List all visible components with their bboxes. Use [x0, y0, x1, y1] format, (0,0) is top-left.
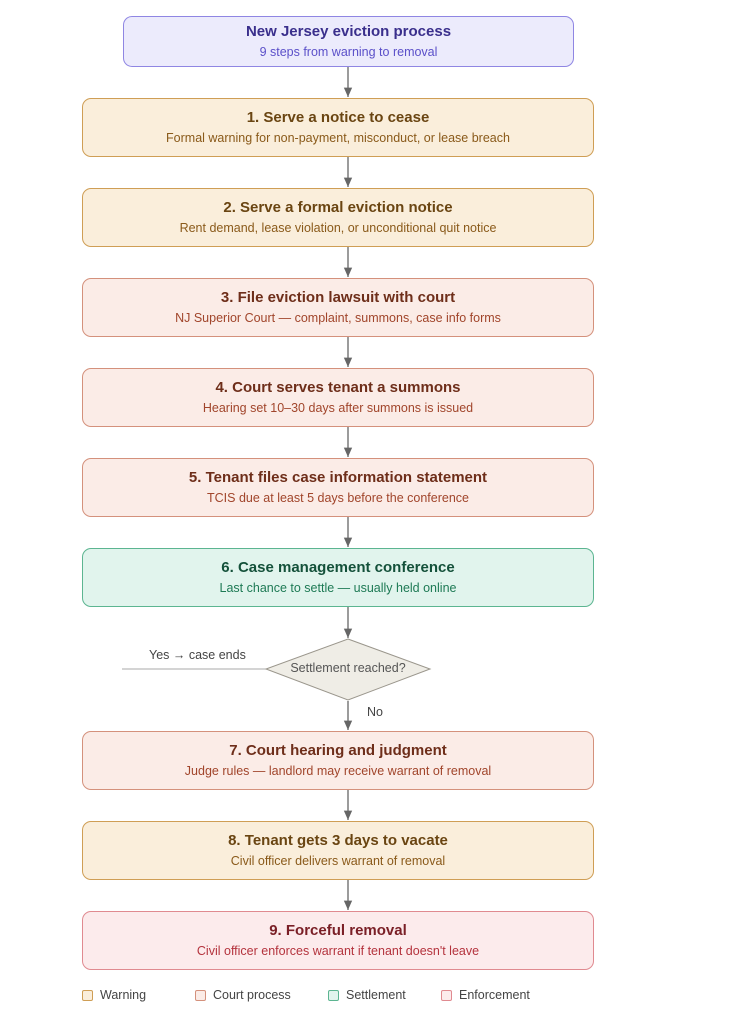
step-5: 5. Tenant files case information stateme… [82, 458, 594, 517]
step-label: 1. Serve a notice to cease [246, 109, 430, 126]
step-label: 9. Forceful removal [269, 922, 407, 939]
step-label: 3. File eviction lawsuit with court [220, 289, 456, 306]
step-label: 7. Court hearing and judgment [229, 742, 447, 759]
step-6: 6. Case management conference Last chanc… [82, 548, 594, 607]
step-detail: Civil officer enforces warrant if tenant… [196, 944, 480, 958]
legend-label: Warning [100, 988, 147, 1002]
legend-label: Enforcement [459, 988, 530, 1002]
step-detail: Hearing set 10–30 days after summons is … [202, 401, 474, 415]
settlement-decision-diamond [264, 638, 432, 701]
step-detail: Civil officer delivers warrant of remova… [230, 854, 446, 868]
legend-warning: Warning [82, 988, 146, 1002]
legend-label: Settlement [346, 988, 406, 1002]
diagram-title: New Jersey eviction process 9 steps from… [123, 16, 574, 67]
decision-question: Settlement reached? [290, 661, 406, 675]
step-detail: Rent demand, lease violation, or uncondi… [179, 221, 497, 235]
step-detail: Last chance to settle — usually held onl… [219, 581, 457, 595]
step-9: 9. Forceful removal Civil officer enforc… [82, 911, 594, 970]
step-8: 8. Tenant gets 3 days to vacate Civil of… [82, 821, 594, 880]
step-detail: NJ Superior Court — complaint, summons, … [175, 311, 501, 325]
yes-branch-label: Yes → case ends [149, 648, 246, 662]
step-label: 4. Court serves tenant a summons [215, 379, 461, 396]
step-1: 1. Serve a notice to cease Formal warnin… [82, 98, 594, 157]
legend-swatch-court [195, 989, 206, 1001]
legend-swatch-warning [82, 989, 93, 1001]
no-branch-label: No [367, 705, 383, 719]
legend-settlement: Settlement [328, 988, 406, 1002]
step-label: 8. Tenant gets 3 days to vacate [228, 832, 448, 849]
step-label: 5. Tenant files case information stateme… [188, 469, 488, 486]
step-4: 4. Court serves tenant a summons Hearing… [82, 368, 594, 427]
legend-label: Court process [213, 988, 291, 1002]
legend-swatch-settlement [328, 989, 339, 1001]
step-2: 2. Serve a formal eviction notice Rent d… [82, 188, 594, 247]
step-detail: Formal warning for non-payment, miscondu… [166, 131, 510, 145]
step-7: 7. Court hearing and judgment Judge rule… [82, 731, 594, 790]
step-label: 6. Case management conference [221, 559, 455, 576]
diagram-subheading: 9 steps from warning to removal [259, 45, 438, 59]
legend-swatch-enforcement [441, 989, 452, 1001]
step-label: 2. Serve a formal eviction notice [223, 199, 453, 216]
step-3: 3. File eviction lawsuit with court NJ S… [82, 278, 594, 337]
step-detail: TCIS due at least 5 days before the conf… [207, 491, 469, 505]
legend-court: Court process [195, 988, 291, 1002]
step-detail: Judge rules — landlord may receive warra… [184, 764, 492, 778]
legend-enforcement: Enforcement [441, 988, 530, 1002]
diagram-heading: New Jersey eviction process [245, 23, 452, 40]
